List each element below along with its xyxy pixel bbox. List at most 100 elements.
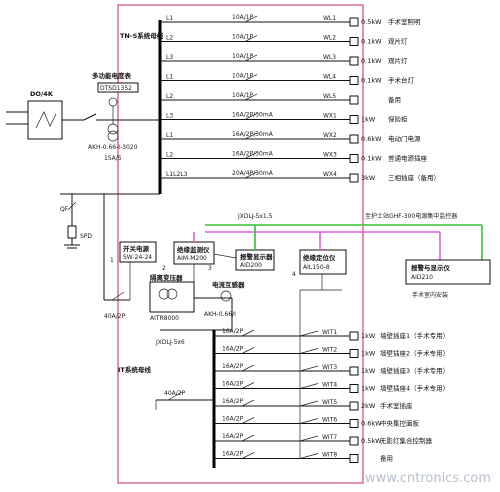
top-branch-terminal (349, 173, 359, 183)
bottom-branch-rating: 16A/2P (222, 451, 244, 458)
top-branch-rating: 16A/2P/30mA (232, 151, 274, 158)
bottom-branch-lead (299, 383, 319, 389)
top-branch-power: 0.1kW (361, 38, 382, 46)
switch-power-model: SW-24-24 (123, 254, 152, 261)
top-branch-id: L1 (166, 132, 173, 139)
bottom-branch-circuit: WIT3 (322, 364, 337, 371)
watermark: www.cntronics.com (365, 471, 491, 486)
top-branch-power: 1kW (361, 116, 376, 124)
top-branch-breaker (244, 93, 258, 101)
top-branch-circuit: WL3 (323, 54, 336, 61)
top-branch-circuit: WX1 (323, 113, 337, 120)
bottom-branch-circuit: WIT8 (322, 452, 337, 459)
ct2-model: AKH-0.66/I (204, 311, 236, 318)
top-branch-load: 普通电源插座 (388, 154, 428, 163)
ct-ratio: 15A/5 (104, 155, 122, 162)
bottom-branch-rating: 16A/2P (222, 346, 244, 353)
meter-model-box (97, 82, 139, 93)
top-branch-terminal (349, 37, 359, 46)
transformer-symbol (35, 111, 57, 129)
top-branch-load: 手术室照明 (388, 17, 421, 26)
bottom-branch-load: 备用 (380, 454, 393, 463)
top-branch-circuit: WX3 (323, 152, 337, 159)
ct-coil-2 (107, 130, 119, 142)
top-branch-load: 手术台灯 (388, 76, 415, 85)
transformer-label: DO/4K (30, 90, 54, 98)
top-branch-power: 0.1kW (361, 57, 382, 65)
room-alarm-place: 手术室内安装 (412, 291, 448, 299)
top-branch-load: 三相插座（备用） (388, 173, 440, 182)
top-branch-terminal (349, 76, 359, 85)
top-branch-terminal (349, 95, 359, 105)
bottom-branch-breaker (241, 364, 255, 372)
main-breaker-label: 40A/2P (104, 313, 126, 320)
top-branch-rating: 10A/1P (232, 92, 254, 99)
iso-coil-1 (158, 288, 170, 300)
top-branch-terminal (349, 115, 359, 124)
top-branch-rating: 16A/2P/30mA (232, 131, 274, 138)
top-branch-breaker (244, 113, 258, 120)
bottom-branch-circuit: WIT4 (322, 382, 337, 389)
top-branch-circuit: WL1 (323, 15, 336, 22)
bottom-branch-load: 墙壁插座2（手术专用） (380, 349, 449, 358)
top-branch-power: 0.1kW (361, 77, 382, 85)
top-branch-rating: 10A/1P (232, 14, 254, 21)
monitor-note: 至护士站GHF-300电源集中监控器 (365, 212, 457, 220)
top-branch-breaker (244, 54, 258, 62)
bottom-branch-power: 1kW (361, 385, 376, 393)
top-branch-breaker (244, 171, 258, 179)
top-branch-id: L2 (166, 35, 173, 42)
switch-power-name: 开关电源 (123, 244, 150, 253)
top-branch-id: L1 (166, 74, 173, 81)
top-branch-power: 3kW (361, 174, 376, 182)
bottom-branch-lead (299, 400, 319, 407)
insulation-locator-name: 绝缘定位仪 (303, 253, 336, 262)
bottom-branch-rating: 16A/2P (222, 363, 244, 370)
alarm-display-name: 报警显示器 (240, 252, 273, 261)
bottom-branch-power: 1kW (361, 350, 376, 358)
bottom-branch-terminal (349, 454, 359, 463)
top-branch-breaker (244, 132, 258, 140)
top-branch-load: 备用 (388, 95, 401, 104)
bottom-branch-power: 1kW (361, 367, 376, 375)
top-branch-circuit: WL2 (323, 35, 336, 42)
link-monitor-alarm (213, 253, 237, 259)
bottom-branch-terminal (349, 384, 359, 393)
ct2-name: 电流互感器 (212, 280, 245, 289)
top-branch-rating: 10A/1P (232, 53, 254, 60)
top-branch-id: L2 (166, 152, 173, 159)
distribution-cabinet-frame (117, 4, 364, 484)
top-branch-load: 电动门电源 (388, 134, 421, 143)
bottom-branch-load: 墙壁插座1（手术专用） (380, 331, 449, 340)
room-alarm-model: AID210 (411, 274, 433, 281)
top-branch-power: 0.5kW (361, 18, 382, 26)
bottom-branch-load: 手术室插座 (380, 401, 413, 410)
bottom-branch-rating: 16A/2P (222, 416, 244, 423)
bottom-branch-circuit: WIT5 (322, 399, 337, 406)
bottom-branch-circuit: WIT7 (322, 434, 337, 441)
qf-switch (67, 201, 77, 211)
bottom-branch-terminal (349, 366, 359, 376)
top-branch-load: 保险柜 (388, 115, 408, 124)
top-branch-id: L1L2L3 (166, 171, 188, 178)
isolation-transformer-name: 隔离变压器 (150, 273, 183, 282)
bottom-branch-lead (299, 330, 319, 337)
top-branch-breaker (244, 74, 258, 81)
room-alarm-name: 报警与显示仪 (411, 263, 451, 272)
it-breaker-label: 40A/2P (164, 390, 186, 397)
bottom-branch-rating: 16A/2P (222, 381, 244, 388)
top-branch-rating: 20A/4P/30mA (232, 170, 274, 177)
bottom-branch-load: 无影灯集合控制器 (380, 436, 433, 445)
top-branch-circuit: WX2 (323, 132, 337, 139)
bottom-branch-terminal (349, 349, 359, 358)
it-transformer-label: JXDLJ-5x6 (155, 339, 185, 346)
top-branch-id: L2 (166, 93, 173, 100)
main-switch (83, 113, 97, 121)
switch-power-box (119, 241, 157, 263)
bottom-branch-power: 2kW (361, 402, 376, 410)
isolation-transformer-model: AITR8000 (150, 315, 179, 322)
top-branch-id: L3 (166, 113, 173, 120)
bottom-branch-terminal (349, 331, 359, 341)
